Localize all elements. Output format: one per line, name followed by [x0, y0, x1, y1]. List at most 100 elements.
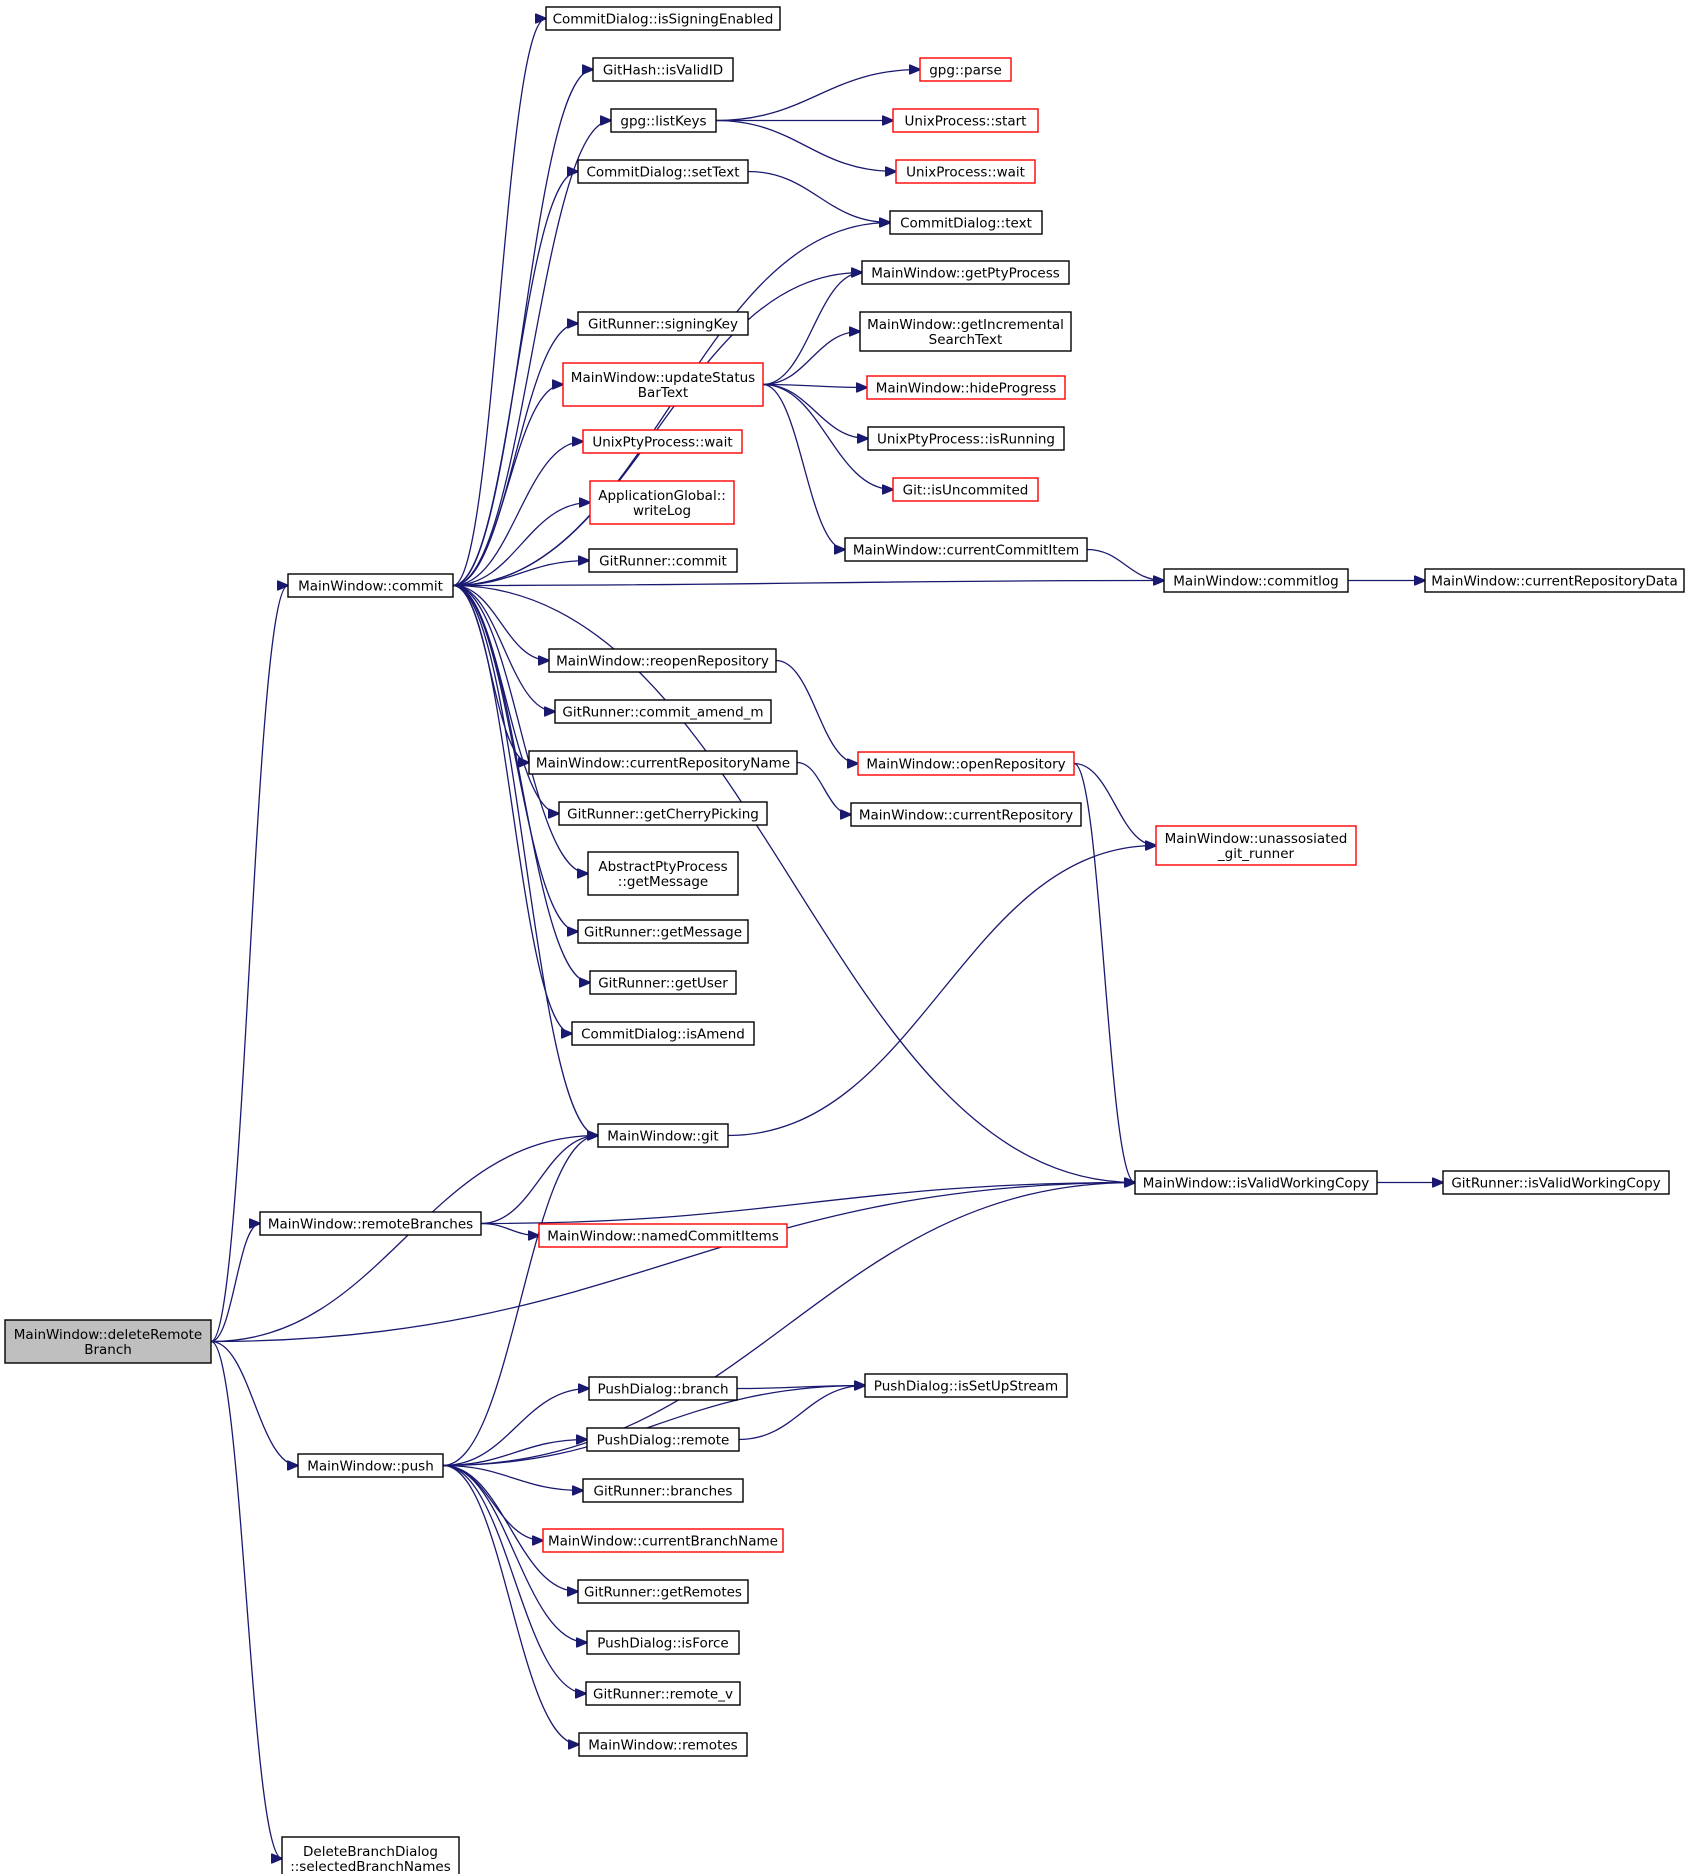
node-branches[interactable]: GitRunner::branches [582, 1478, 744, 1503]
node-pdBranch[interactable]: PushDialog::branch [588, 1376, 738, 1401]
node-remoteBranches[interactable]: MainWindow::remoteBranches [259, 1211, 482, 1236]
node-label: CommitDialog::setText [586, 165, 739, 181]
edge-remoteBranches-to-git [480, 1136, 598, 1225]
edge-updateStatusBarText-to-hideProgress [762, 385, 867, 388]
edge-commit-to-git [452, 584, 598, 1136]
node-label: gpg::listKeys [620, 114, 706, 130]
edge [452, 584, 1135, 1183]
node-box [558, 801, 768, 826]
node-getCherryPicking[interactable]: GitRunner::getCherryPicking [558, 801, 768, 826]
node-label: MainWindow::currentRepository [859, 808, 1073, 824]
edge [442, 1464, 578, 1592]
node-isSigningEnabled[interactable]: CommitDialog::isSigningEnabled [545, 6, 781, 31]
node-label: MainWindow::remotes [588, 1738, 737, 1754]
edge [452, 503, 590, 587]
node-reopenRepository[interactable]: MainWindow::reopenRepository [548, 648, 777, 673]
node-label: UnixPtyProcess::isRunning [877, 432, 1055, 448]
node-getUser[interactable]: GitRunner::getUser [589, 970, 737, 995]
node-runnerIsValidWorkingCopy[interactable]: GitRunner::isValidWorkingCopy [1442, 1170, 1670, 1195]
node-box [857, 751, 1075, 776]
edge [442, 1183, 1135, 1467]
node-box [1424, 568, 1685, 593]
node-box [844, 537, 1088, 562]
node-gpgParse[interactable]: gpg::parse [919, 57, 1012, 82]
node-upWait[interactable]: UnixProcess::wait [895, 159, 1036, 184]
node-label: GitHash::isValidID [603, 63, 723, 79]
edge [715, 70, 920, 122]
edge-push-to-remotes [442, 1464, 579, 1745]
node-box [287, 573, 454, 598]
edge-commit-to-getUser [452, 584, 590, 983]
node-isUncommited[interactable]: Git::isUncommited [892, 477, 1039, 502]
node-box [1134, 1170, 1378, 1195]
node-label: _git_runner [1217, 846, 1295, 862]
node-git[interactable]: MainWindow::git [597, 1123, 729, 1148]
node-box [586, 1427, 740, 1452]
node-isValidWorkingCopy[interactable]: MainWindow::isValidWorkingCopy [1134, 1170, 1378, 1195]
node-isSetUpStream[interactable]: PushDialog::isSetUpStream [864, 1373, 1068, 1398]
node-pdRemote[interactable]: PushDialog::remote [586, 1427, 740, 1452]
edge [452, 584, 588, 874]
node-label: MainWindow::unassosiated [1165, 831, 1348, 847]
node-selectedBranchNames[interactable]: DeleteBranchDialog::selectedBranchNames [281, 1836, 460, 1874]
edge-commit-to-ptyWait [452, 442, 583, 587]
edge [210, 1340, 298, 1466]
edge-deleteRemoteBranch-to-remoteBranches [210, 1224, 260, 1343]
edge-commit-to-isValidWorkingCopy [452, 584, 1135, 1183]
node-getRemotes[interactable]: GitRunner::getRemotes [577, 1579, 749, 1604]
edge-commit-to-getCherryPicking [452, 584, 559, 814]
node-box [610, 108, 717, 133]
edge-deleteRemoteBranch-to-push [210, 1340, 298, 1466]
edge-push-to-isForce [442, 1464, 587, 1643]
node-currentRepository[interactable]: MainWindow::currentRepository [850, 802, 1082, 827]
node-box [592, 57, 734, 82]
node-box [589, 970, 737, 995]
node-isForce[interactable]: PushDialog::isForce [586, 1630, 740, 1655]
node-remoteV[interactable]: GitRunner::remote_v [585, 1681, 741, 1706]
node-signingKey[interactable]: GitRunner::signingKey [577, 311, 749, 336]
node-writeLog[interactable]: ApplicationGlobal::writeLog [589, 480, 735, 525]
node-currentRepositoryName[interactable]: MainWindow::currentRepositoryName [528, 750, 798, 775]
node-label: MainWindow::commitlog [1173, 574, 1338, 590]
node-box [597, 1123, 729, 1148]
node-label: ::getMessage [618, 874, 708, 890]
node-currentRepositoryData[interactable]: MainWindow::currentRepositoryData [1424, 568, 1685, 593]
node-currentBranchName[interactable]: MainWindow::currentBranchName [542, 1528, 784, 1553]
node-isRunning[interactable]: UnixPtyProcess::isRunning [867, 426, 1065, 451]
node-runnerCommit[interactable]: GitRunner::commit [588, 548, 738, 573]
node-runnerGetMessage[interactable]: GitRunner::getMessage [577, 919, 749, 944]
node-commitAmend[interactable]: GitRunner::commit_amend_m [554, 699, 772, 724]
node-upStart[interactable]: UnixProcess::start [892, 108, 1039, 133]
node-cdText[interactable]: CommitDialog::text [889, 210, 1043, 235]
node-hideProgress[interactable]: MainWindow::hideProgress [866, 375, 1066, 400]
node-label: MainWindow::reopenRepository [556, 654, 769, 670]
node-isAmend[interactable]: CommitDialog::isAmend [571, 1021, 755, 1046]
edge [442, 1389, 589, 1467]
edge-push-to-remoteV [442, 1464, 586, 1694]
node-listKeys[interactable]: gpg::listKeys [610, 108, 717, 133]
node-label: CommitDialog::text [900, 216, 1032, 232]
node-currentCommitItem[interactable]: MainWindow::currentCommitItem [844, 537, 1088, 562]
node-ptyGetMessage[interactable]: AbstractPtyProcess::getMessage [587, 851, 739, 896]
edge [452, 584, 555, 712]
node-ptyWait[interactable]: UnixPtyProcess::wait [582, 429, 743, 454]
edge [480, 1136, 598, 1225]
edge [452, 19, 546, 587]
node-commit[interactable]: MainWindow::commit [287, 573, 454, 598]
node-box [542, 1528, 784, 1553]
node-remotes[interactable]: MainWindow::remotes [578, 1732, 748, 1757]
node-unassosiated[interactable]: MainWindow::unassosiated_git_runner [1155, 825, 1357, 866]
node-label: BarText [638, 385, 688, 401]
node-getPtyProcess[interactable]: MainWindow::getPtyProcess [861, 260, 1070, 285]
node-openRepository[interactable]: MainWindow::openRepository [857, 751, 1075, 776]
node-isValidID[interactable]: GitHash::isValidID [592, 57, 734, 82]
node-commitlog[interactable]: MainWindow::commitlog [1163, 568, 1349, 593]
node-push[interactable]: MainWindow::push [297, 1453, 444, 1478]
node-namedCommitItems[interactable]: MainWindow::namedCommitItems [538, 1223, 788, 1248]
edge-deleteRemoteBranch-to-commit [210, 586, 288, 1343]
node-box [585, 1681, 741, 1706]
node-setText[interactable]: CommitDialog::setText [577, 159, 749, 184]
